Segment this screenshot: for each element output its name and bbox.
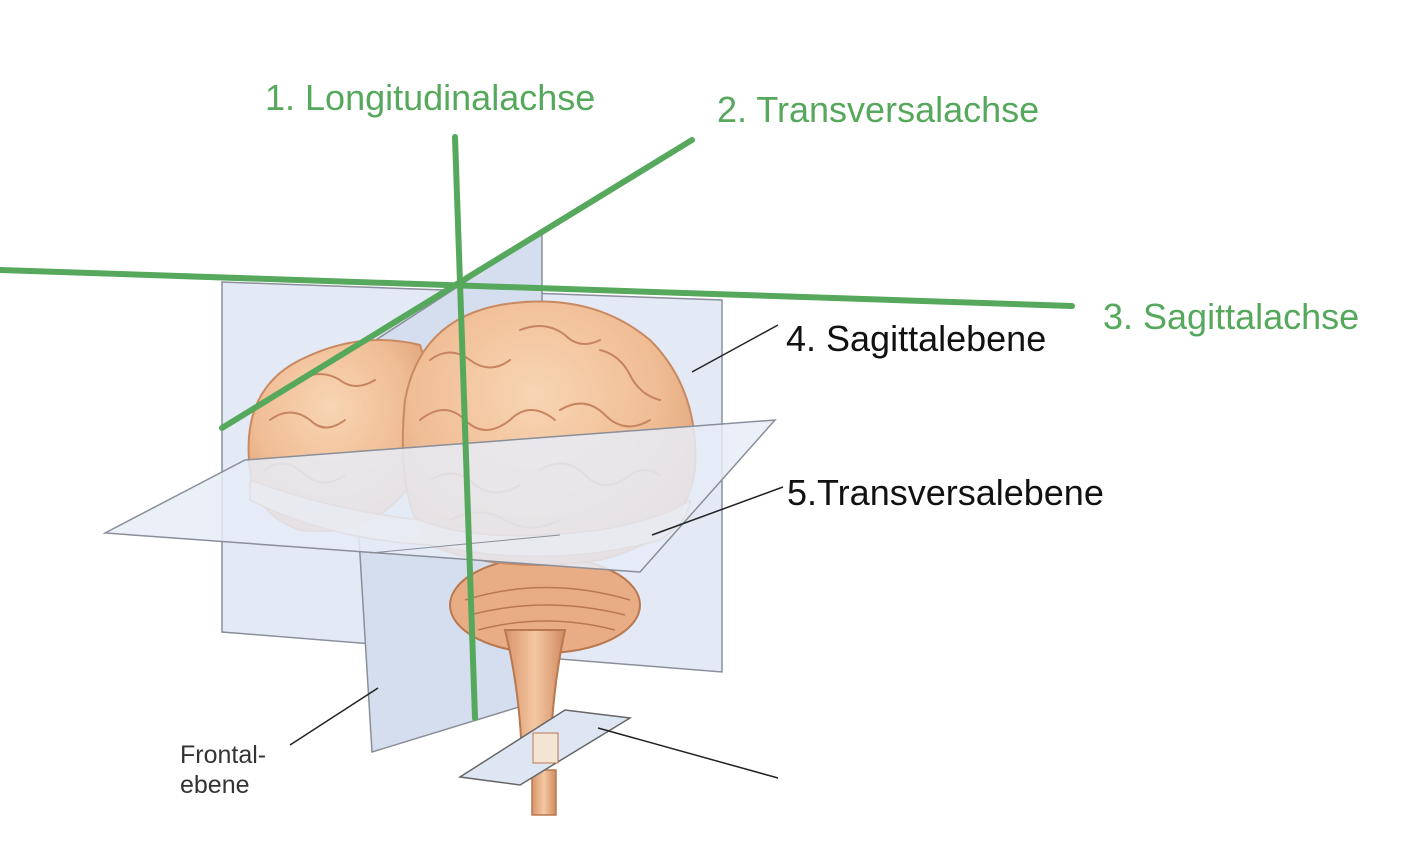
transversal-plane-leader — [651, 486, 784, 536]
sagittal-axis-label: 3. Sagittalachse — [1103, 296, 1360, 337]
frontal-plane-label-line2: ebene — [180, 771, 250, 799]
sagittal-axis-line — [0, 267, 1075, 309]
transversal-axis-label: 2. Transversalachse — [717, 89, 1040, 130]
spinal-plate-leader — [597, 727, 779, 779]
axes — [0, 134, 1075, 721]
callout-lines — [289, 324, 784, 779]
sagittal-plane-leader — [691, 324, 779, 373]
longitudinal-axis-line — [452, 134, 478, 721]
frontal-plane-label: Frontal- ebene — [180, 740, 266, 800]
transversal-plane — [102, 419, 777, 573]
sagittal-plane-label: 4. Sagittalebene — [786, 318, 1047, 359]
frontal-plane-leader — [289, 687, 379, 746]
frontal-plane-label-line1: Frontal- — [180, 741, 267, 769]
longitudinal-axis-label: 1. Longitudinalachse — [265, 77, 596, 118]
transversal-plane-label: 5.Transversalebene — [787, 472, 1104, 513]
spinal-plate — [457, 709, 633, 786]
